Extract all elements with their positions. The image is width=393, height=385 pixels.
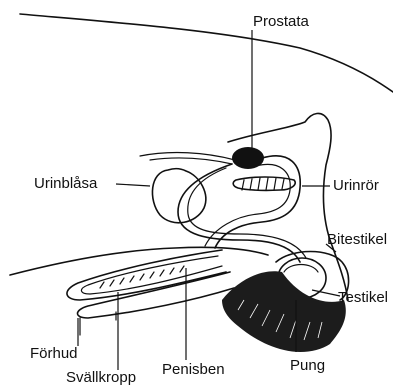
label-penisben: Penisben [162,361,225,378]
testis-inner [284,265,318,273]
prepuce [78,272,235,318]
scrotum-fur [222,271,346,352]
leader-testikel [312,290,340,296]
label-bitestikel: Bitestikel [327,231,387,248]
label-pung: Pung [290,357,325,374]
back-outline [20,14,393,92]
urinary-bladder [152,169,205,223]
upper-duct-2 [150,158,232,164]
rear-contour [228,113,348,300]
label-testikel: Testikel [338,289,388,306]
leader-urinblasa [116,184,150,186]
label-svallkropp: Svällkropp [66,369,136,385]
label-prostata: Prostata [253,13,310,30]
label-forhud: Förhud [30,345,78,362]
label-urinblasa: Urinblåsa [34,175,98,192]
hatched-gland-lines [242,178,284,190]
label-urinror: Urinrör [333,177,379,194]
